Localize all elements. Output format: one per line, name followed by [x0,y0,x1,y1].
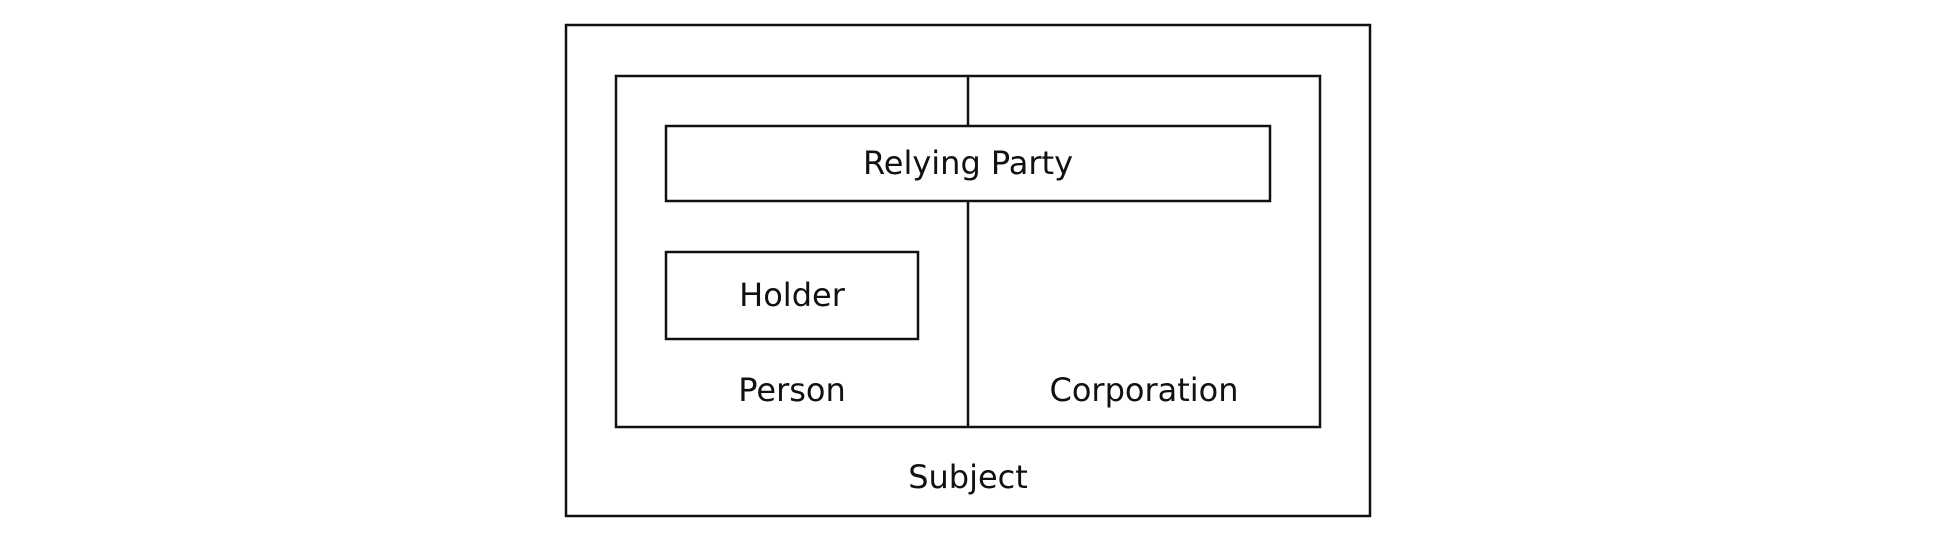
person-label: Person [738,371,846,409]
corporation-label: Corporation [1049,371,1238,409]
relying-party-box [664,124,1272,203]
subject-box [564,23,1372,518]
holder-label: Holder [739,276,846,314]
subject-label: Subject [908,458,1028,496]
holder-box [664,250,920,341]
relying-party-label: Relying Party [863,144,1073,182]
